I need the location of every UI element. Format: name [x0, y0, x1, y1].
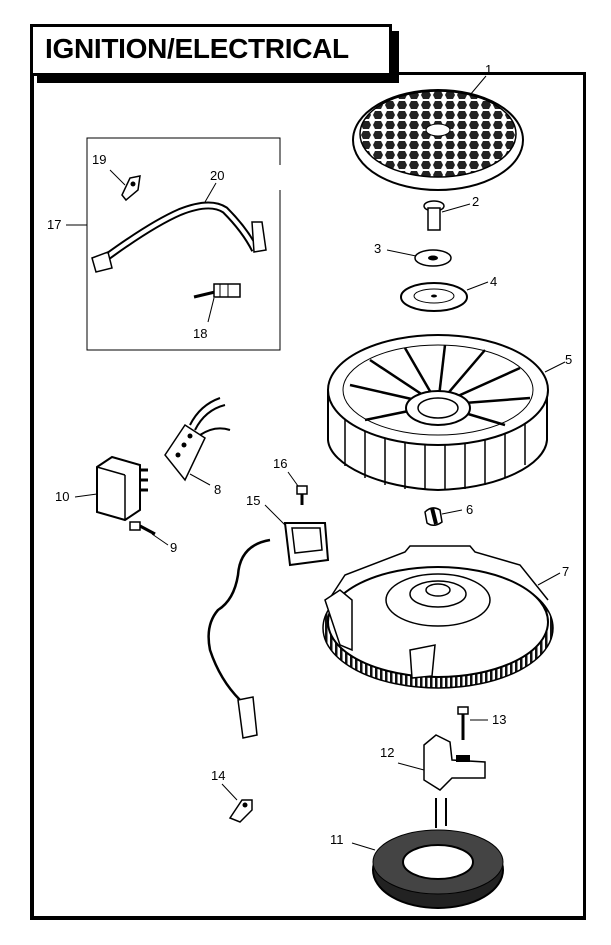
- page-title: IGNITION/ELECTRICAL: [45, 33, 349, 64]
- ignition-module: [207, 522, 330, 739]
- flywheel-fan: [327, 334, 549, 492]
- lead-clip: [121, 175, 141, 202]
- rectifier-connector: [164, 397, 231, 482]
- title-box: IGNITION/ELECTRICAL: [30, 24, 392, 76]
- callout-17: 17: [47, 217, 61, 232]
- leader-14: [221, 783, 238, 801]
- callout-18: 18: [193, 326, 207, 341]
- leader-3: [386, 249, 417, 257]
- callout-13: 13: [492, 712, 506, 727]
- grass-screen: [352, 89, 524, 191]
- frame-right-border: [583, 72, 586, 920]
- callout-15: 15: [246, 493, 260, 508]
- frame-left-border: [30, 70, 34, 920]
- callout-11: 11: [330, 832, 344, 847]
- frame-bottom-border: [30, 916, 586, 920]
- callout-20: 20: [210, 168, 224, 183]
- leader-5: [544, 361, 566, 373]
- callout-2: 2: [472, 194, 479, 209]
- leader-10: [74, 493, 98, 498]
- leader-16: [287, 471, 299, 487]
- leader-7: [537, 572, 561, 586]
- leader-18: [207, 297, 215, 323]
- fan-retainer: [400, 282, 468, 312]
- spark-plug: [193, 283, 241, 299]
- leader-20: [204, 182, 217, 203]
- leader-9: [151, 533, 169, 546]
- callout-5: 5: [565, 352, 572, 367]
- callout-9: 9: [170, 540, 177, 555]
- leader-6: [441, 509, 463, 515]
- callout-10: 10: [55, 489, 69, 504]
- spark-plug-lead: [91, 201, 267, 273]
- stator-bracket: [423, 734, 486, 791]
- spark-plug-group-box: [86, 137, 281, 351]
- rectifier-screw: [129, 521, 156, 536]
- module-screw: [296, 485, 308, 505]
- frame-top-border: [389, 72, 586, 75]
- leader-2: [441, 203, 471, 213]
- flywheel: [322, 545, 554, 689]
- rectifier-regulator: [96, 455, 148, 522]
- callout-3: 3: [374, 241, 381, 256]
- leader-8: [189, 473, 211, 486]
- screen-screw: [423, 200, 445, 231]
- leader-1: [469, 75, 487, 96]
- callout-4: 4: [490, 274, 497, 289]
- leader-11: [351, 842, 376, 851]
- callout-19: 19: [92, 152, 106, 167]
- leader-12: [397, 762, 425, 771]
- callout-8: 8: [214, 482, 221, 497]
- washer: [414, 249, 452, 267]
- wire-clip: [228, 799, 253, 823]
- stator: [372, 798, 504, 909]
- callout-14: 14: [211, 768, 225, 783]
- leader-4: [466, 281, 489, 291]
- stator-screw: [457, 706, 469, 740]
- leader-19: [109, 169, 126, 186]
- callout-12: 12: [380, 745, 394, 760]
- leader-15: [264, 504, 286, 526]
- callout-16: 16: [273, 456, 287, 471]
- flywheel-key: [424, 507, 443, 526]
- callout-7: 7: [562, 564, 569, 579]
- callout-1: 1: [485, 62, 492, 77]
- callout-6: 6: [466, 502, 473, 517]
